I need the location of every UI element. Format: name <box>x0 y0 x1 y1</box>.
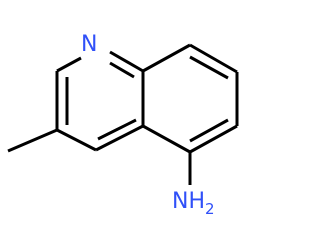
bond-c3-c4 <box>56 128 97 152</box>
ring-nitrogen-text: N <box>81 32 98 57</box>
bond-c5-c4a <box>142 124 191 154</box>
bond-c8a-n1 <box>109 50 144 73</box>
molecule-canvas: N NH2 <box>7 34 239 219</box>
bond-methyl <box>7 128 58 153</box>
amine-subscript: 2 <box>205 200 215 218</box>
bond-c8a-n1-inner <box>109 61 135 79</box>
ring-nitrogen-label: N <box>81 34 97 56</box>
amine-group-label: NH2 <box>172 189 215 219</box>
bond-c4-c4a-inner <box>97 118 137 141</box>
bond-c4-c4a <box>95 124 144 152</box>
bond-c6-c5-inner <box>189 118 229 143</box>
bond-c8-c7 <box>189 43 238 74</box>
bond-c8a-c8 <box>142 43 191 73</box>
amine-text: NH <box>172 189 205 214</box>
bond-c8-c7-inner <box>189 55 229 80</box>
molecule-structure <box>7 43 239 185</box>
bond-c6-c5 <box>189 124 238 154</box>
bond-n1-c2 <box>56 56 82 73</box>
